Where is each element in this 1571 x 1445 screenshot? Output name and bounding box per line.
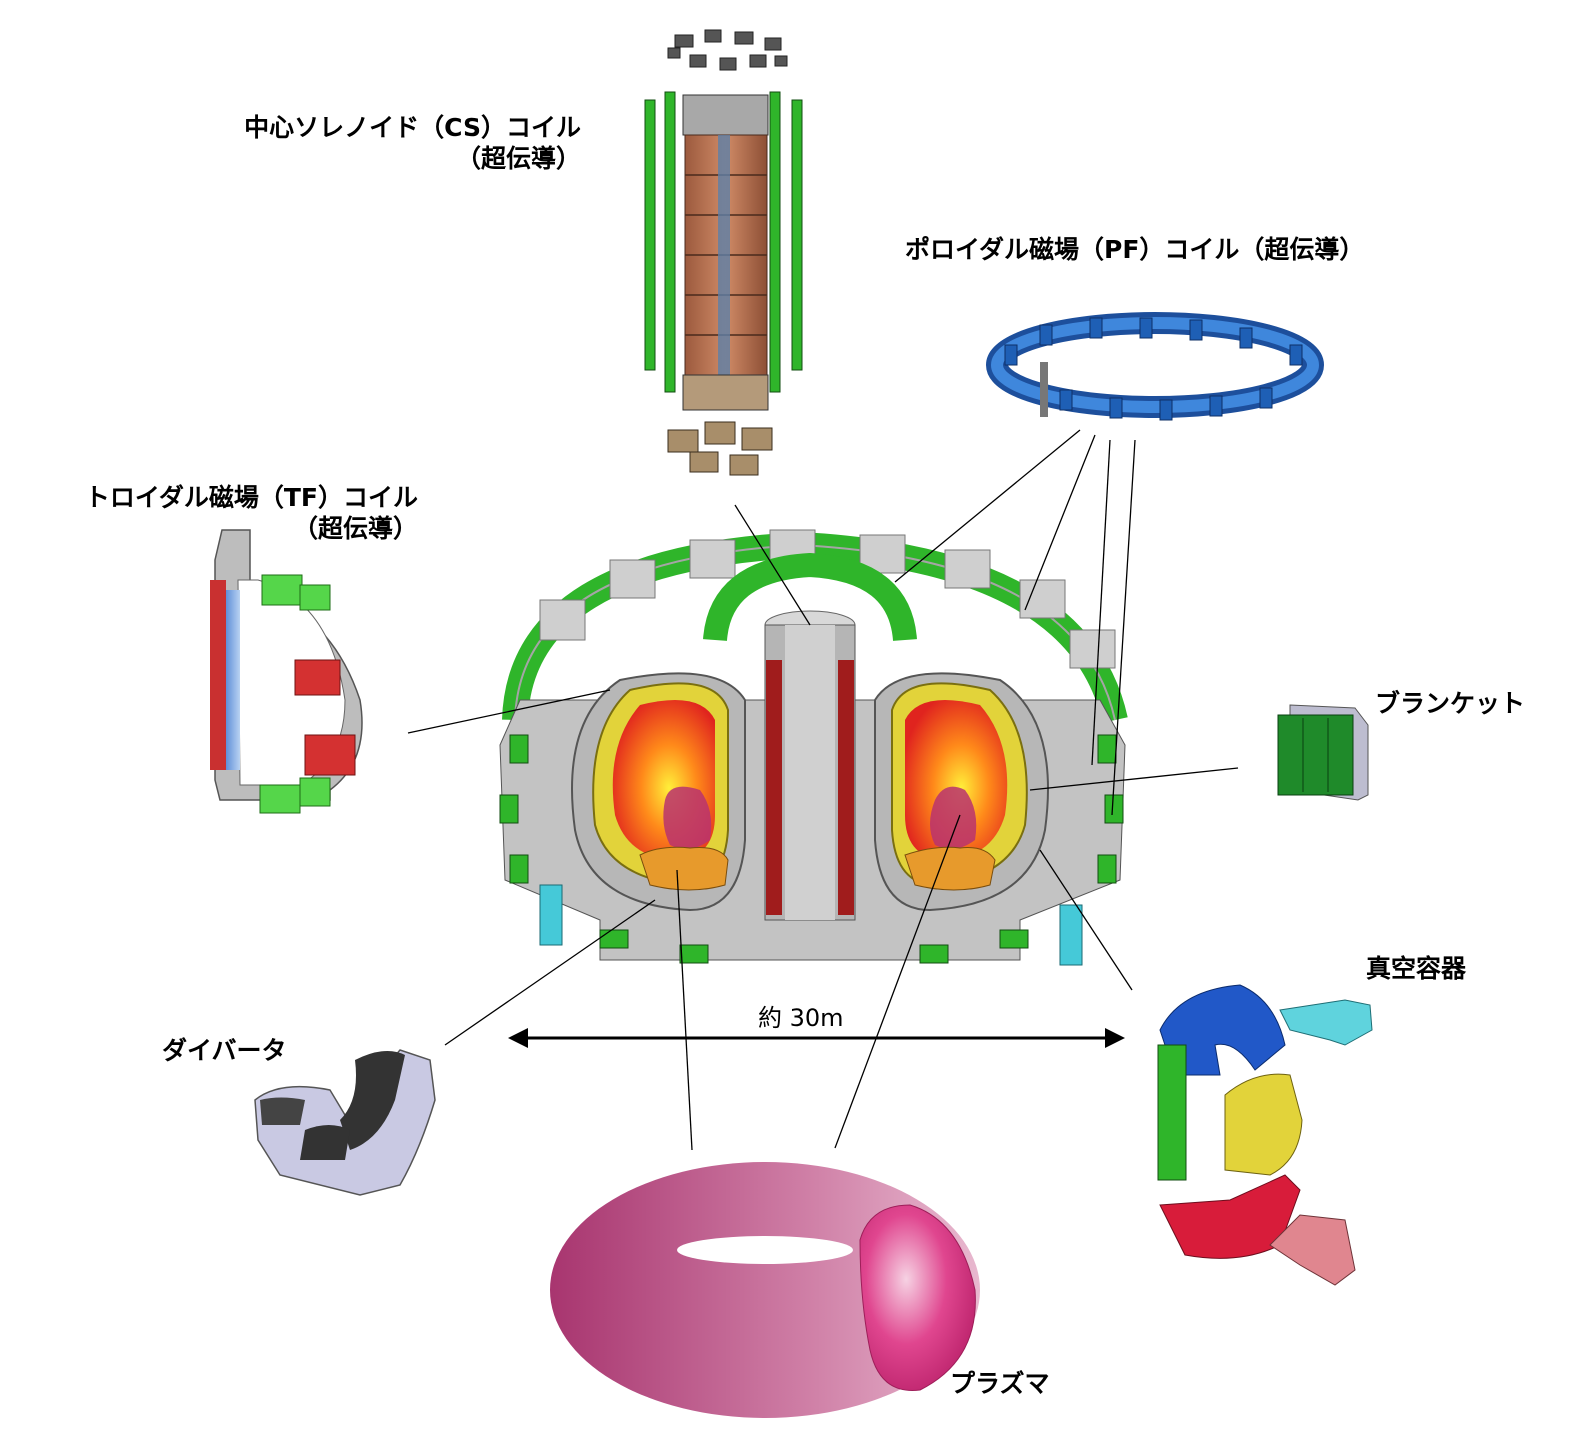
front-tf-segments	[499, 734, 1124, 964]
plasma-core-left	[663, 786, 712, 849]
cs-side-rod-left-inner	[664, 91, 676, 393]
cs-center-strip	[718, 135, 730, 375]
tf-coil-label-line1: トロイダル磁場（TF）コイル	[84, 483, 418, 512]
cs-bottom-flange	[682, 374, 769, 411]
blanket-label: ブランケット	[1375, 689, 1526, 718]
cs-coil-right-red	[838, 660, 854, 915]
pf-coil-ring	[986, 312, 1324, 421]
tf-coil-label-line2: （超伝導）	[292, 514, 418, 544]
vv-mid-yellow	[1224, 1073, 1303, 1176]
divertor-label: ダイバータ	[162, 1036, 287, 1065]
divertor-right	[904, 846, 996, 891]
cs-bottom-hardware	[667, 421, 773, 476]
pf-coil-label: ポロイダル磁場（PF）コイル（超伝導）	[905, 235, 1365, 264]
vacuum-vessel-label: 真空容器	[1366, 954, 1467, 983]
torus-hole	[677, 1236, 853, 1264]
dimension-label: 約 30m	[758, 1004, 844, 1032]
cs-coil-label: 中心ソレノイド（CS）コイル （超伝導）	[244, 112, 581, 175]
tf-coil	[210, 529, 363, 814]
vv-top-blue	[1159, 984, 1286, 1076]
cs-side-rod-right-outer	[791, 99, 803, 371]
cs-coil-assembly	[644, 29, 803, 476]
plasma-torus	[550, 1162, 980, 1418]
cs-top-flange	[682, 94, 769, 136]
cs-coil-label-line2: （超伝導）	[455, 144, 581, 174]
divertor-left	[639, 846, 729, 891]
cs-coil-left-red	[766, 660, 782, 915]
support-leg-right	[1059, 904, 1083, 966]
plasma-label: プラズマ	[950, 1369, 1050, 1398]
cs-top-hardware	[667, 29, 788, 71]
vacuum-vessel-exploded	[1157, 984, 1373, 1286]
tf-green-supports	[259, 574, 331, 814]
cs-side-rod-left-outer	[644, 99, 656, 371]
pf-clamps	[1004, 317, 1303, 421]
vv-left-green	[1157, 1044, 1187, 1181]
tokamak-cutaway	[499, 529, 1128, 966]
support-leg-left	[539, 884, 563, 946]
vv-cyan-port	[1279, 999, 1373, 1046]
leader-lines	[407, 429, 1239, 1151]
plasma-core-right	[930, 786, 977, 849]
vv-pink-port	[1269, 1214, 1356, 1286]
divertor-part	[254, 1049, 436, 1196]
pf-ring-inner-arc	[703, 552, 917, 642]
pf-feeder	[1040, 362, 1048, 417]
vv-bottom-red	[1159, 1174, 1301, 1259]
torus-cross-section	[859, 1204, 976, 1391]
tf-coil-label: トロイダル磁場（TF）コイル （超伝導）	[85, 482, 418, 545]
blanket-part	[1277, 704, 1369, 801]
cs-side-rod-right-inner	[769, 91, 781, 393]
dimension-arrow	[508, 1028, 1125, 1048]
tf-red-supports	[294, 659, 356, 776]
cs-coil-label-line1: 中心ソレノイド（CS）コイル	[244, 113, 581, 142]
